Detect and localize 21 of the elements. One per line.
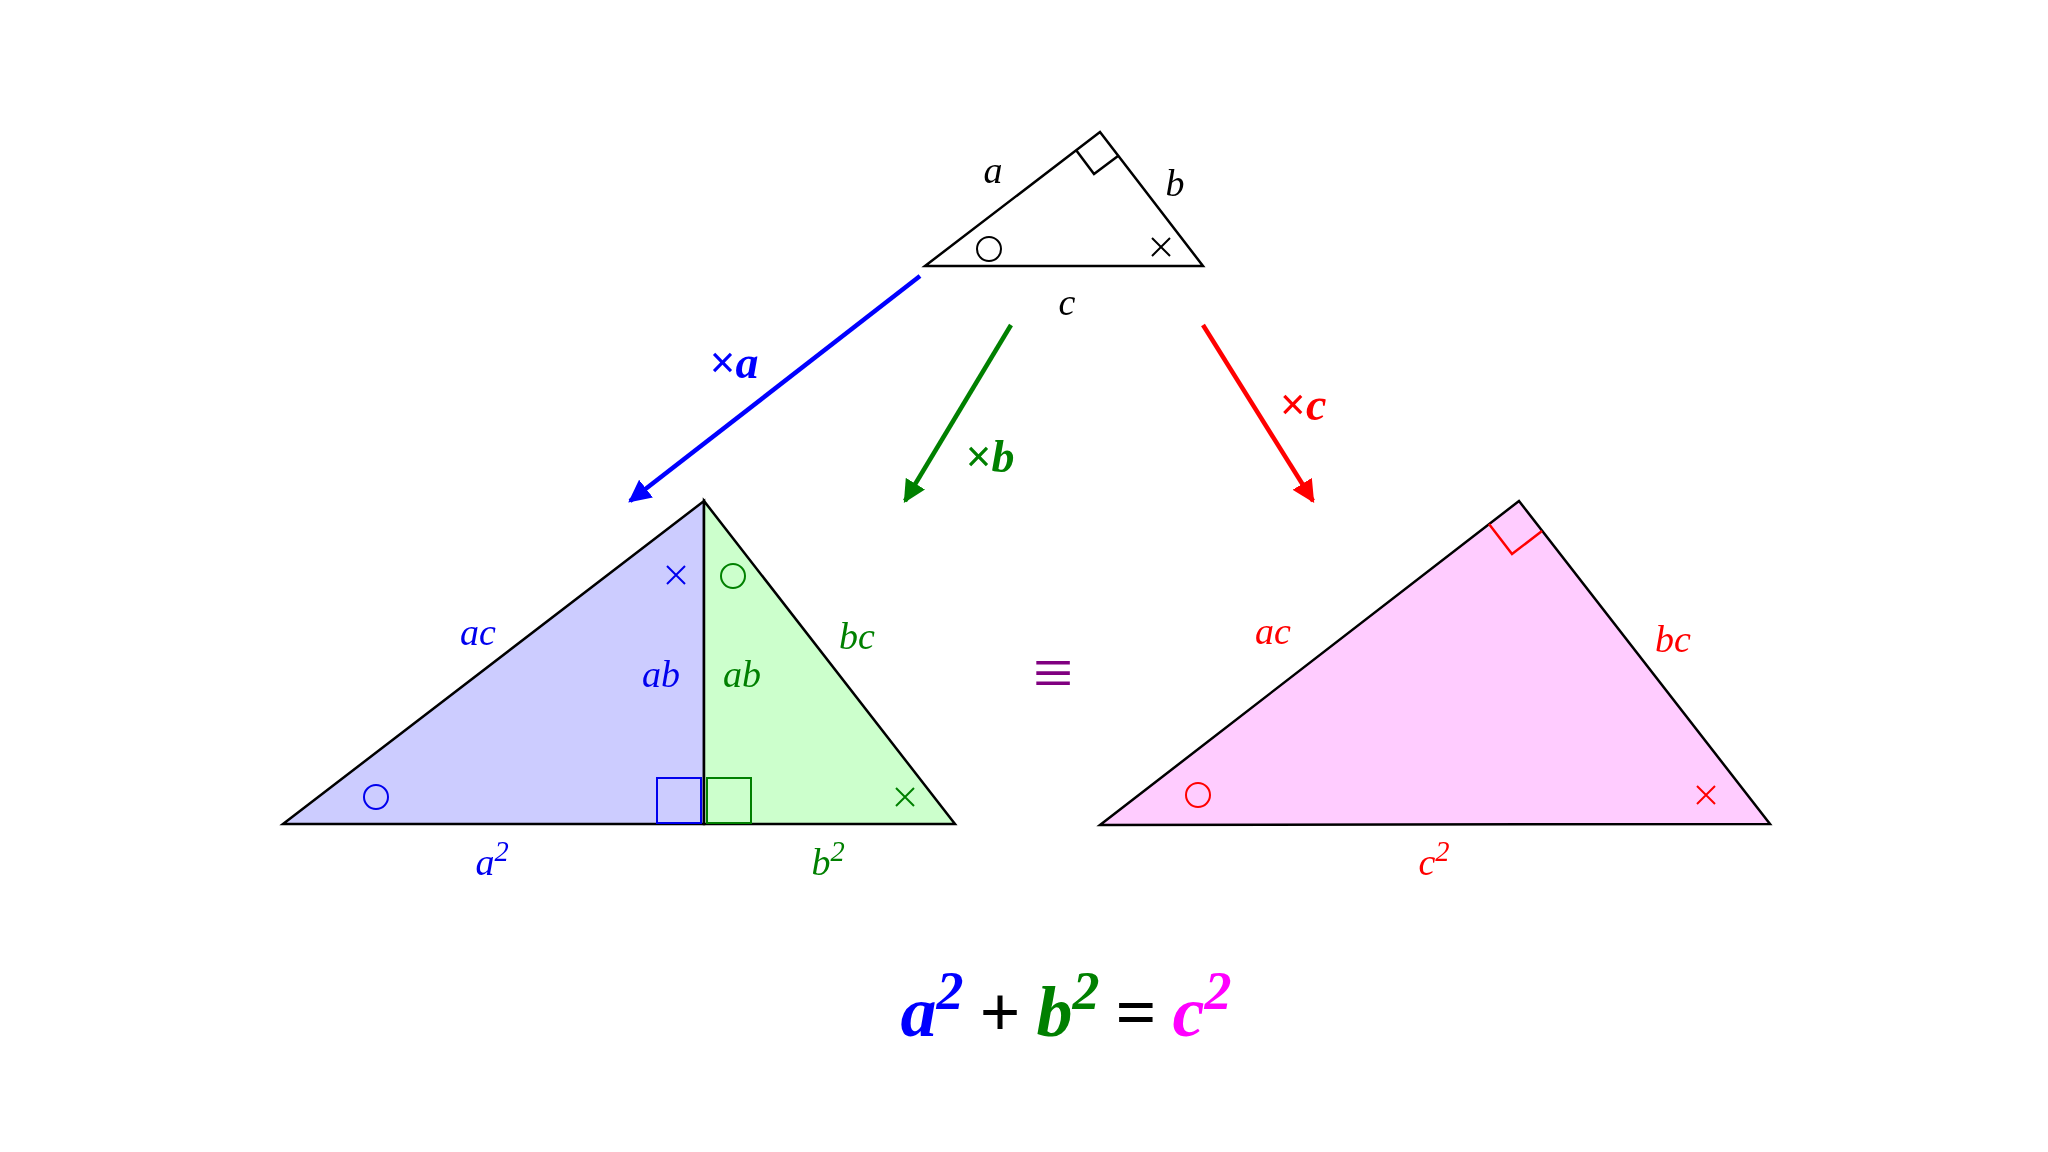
side-label: ab — [642, 655, 680, 693]
equation-term: + — [979, 976, 1021, 1048]
equivalence-sign: ≡ — [1032, 637, 1074, 709]
arrow — [903, 323, 1013, 503]
arrow — [1201, 323, 1315, 503]
side-label: bc — [1655, 620, 1691, 658]
side-label: ab — [723, 655, 761, 693]
edge-label: ×b — [965, 434, 1015, 480]
side-label: b — [1165, 164, 1185, 202]
side-label: bc — [839, 617, 875, 655]
arrow — [628, 274, 922, 503]
side-label: a$^{2}$ — [475, 843, 509, 881]
side-label: ac — [460, 613, 496, 651]
edge-label: ×a — [709, 339, 759, 386]
side-label: c — [1058, 283, 1076, 321]
side-label: c$^{2}$ — [1418, 843, 1450, 881]
equation-term: = — [1115, 976, 1157, 1048]
side-label: b$^{2}$ — [811, 843, 845, 881]
side-label: a — [983, 151, 1003, 189]
edge-label: ×c — [1279, 382, 1327, 428]
side-label: ac — [1255, 612, 1291, 650]
